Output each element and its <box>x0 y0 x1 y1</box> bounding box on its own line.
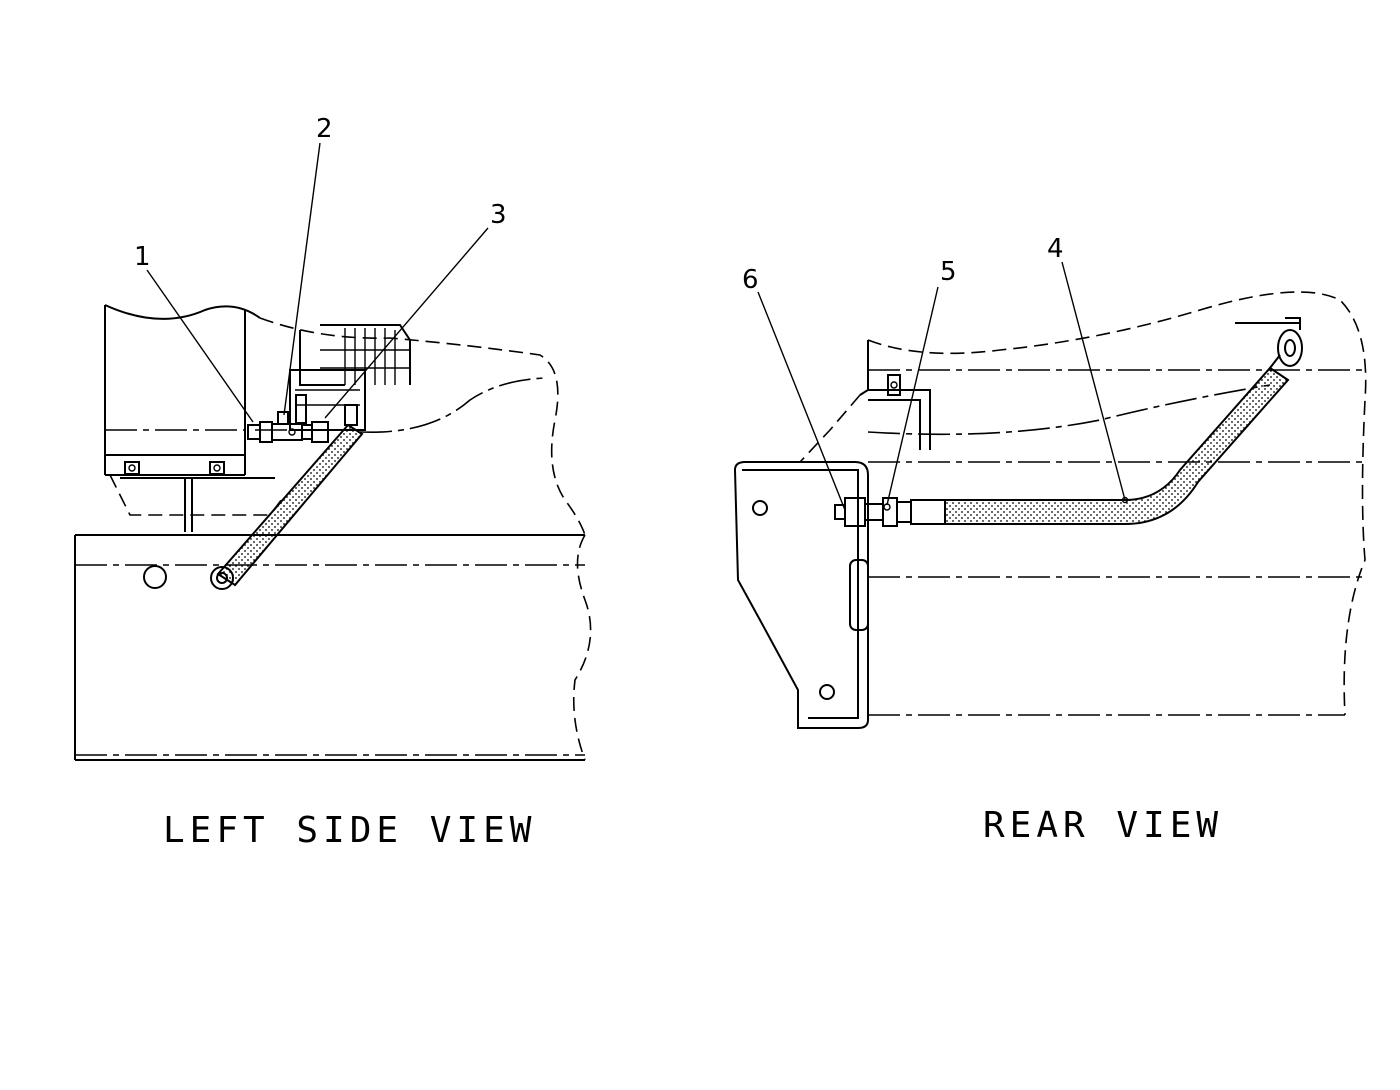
callout-number-1: 1 <box>134 242 151 272</box>
callout-2: 2 <box>283 114 333 416</box>
callout-1: 1 <box>134 242 254 423</box>
hose-rear <box>944 317 1303 525</box>
fitting-assembly-left <box>247 394 358 443</box>
left-side-view-label: LEFT SIDE VIEW <box>163 810 536 851</box>
callout-number-6: 6 <box>742 265 759 295</box>
fitting-assembly-rear <box>834 497 946 527</box>
hose-left <box>210 423 364 590</box>
callout-number-3: 3 <box>490 200 507 230</box>
callout-5: 5 <box>886 257 957 506</box>
rear-view-label: REAR VIEW <box>983 805 1223 846</box>
callout-4: 4 <box>1047 234 1126 501</box>
callout-3: 3 <box>324 200 507 419</box>
rear-view: 4 5 6 REAR VIEW <box>733 234 1367 846</box>
bracket-rear <box>733 340 931 729</box>
callout-6: 6 <box>742 265 846 511</box>
callout-number-2: 2 <box>316 114 333 144</box>
callout-number-5: 5 <box>940 257 957 287</box>
callout-number-4: 4 <box>1047 234 1064 264</box>
left-side-view: 1 2 3 LEFT SIDE VIEW <box>74 114 592 851</box>
frame-rail-left <box>74 534 592 761</box>
